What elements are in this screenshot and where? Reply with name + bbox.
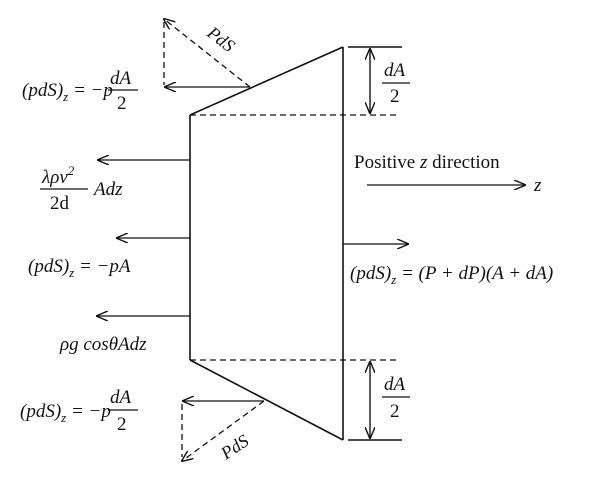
svg-text:2: 2 (390, 401, 400, 422)
mid-force-formula: (pdS)z = −pA (28, 256, 131, 280)
svg-text:2: 2 (117, 93, 127, 114)
svg-text:2d: 2d (50, 193, 70, 214)
positive-direction-label: Positive z direction (354, 152, 500, 173)
svg-text:2: 2 (390, 86, 400, 107)
top-force-formula: (pdS)z = −p dA 2 (22, 68, 138, 114)
top-pds-vector (164, 19, 251, 87)
svg-text:dA: dA (384, 60, 406, 81)
bottom-dimension (348, 362, 402, 441)
control-volume (189, 46, 344, 441)
friction-formula: λρv2 2d Adz (40, 163, 123, 214)
pds-top-label: PdS (203, 22, 239, 56)
svg-text:λρv2: λρv2 (41, 163, 75, 188)
svg-text:(pdS)z = −p: (pdS)z = −p (22, 80, 113, 104)
svg-text:dA: dA (110, 68, 132, 89)
svg-text:(pdS)z = −p: (pdS)z = −p (20, 401, 111, 425)
svg-text:Adz: Adz (92, 179, 123, 200)
svg-text:2: 2 (117, 414, 127, 435)
pds-bottom-label: PdS (216, 431, 252, 464)
bottom-pds-vector (182, 401, 265, 461)
svg-text:dA: dA (110, 387, 132, 408)
top-dimension (348, 46, 402, 113)
dim-bottom-label: dA 2 (382, 374, 410, 422)
gravity-formula: ρg cosθAdz (59, 334, 147, 355)
top-slant-edge (189, 46, 344, 116)
svg-text:dA: dA (384, 374, 406, 395)
bottom-slant-edge (189, 359, 344, 441)
right-force-formula: (pdS)z = (P + dP)(A + dA) (350, 263, 553, 287)
dim-top-label: dA 2 (382, 60, 410, 107)
z-axis-label: z (533, 175, 542, 196)
bottom-force-formula: (pdS)z = −p dA 2 (20, 387, 138, 435)
